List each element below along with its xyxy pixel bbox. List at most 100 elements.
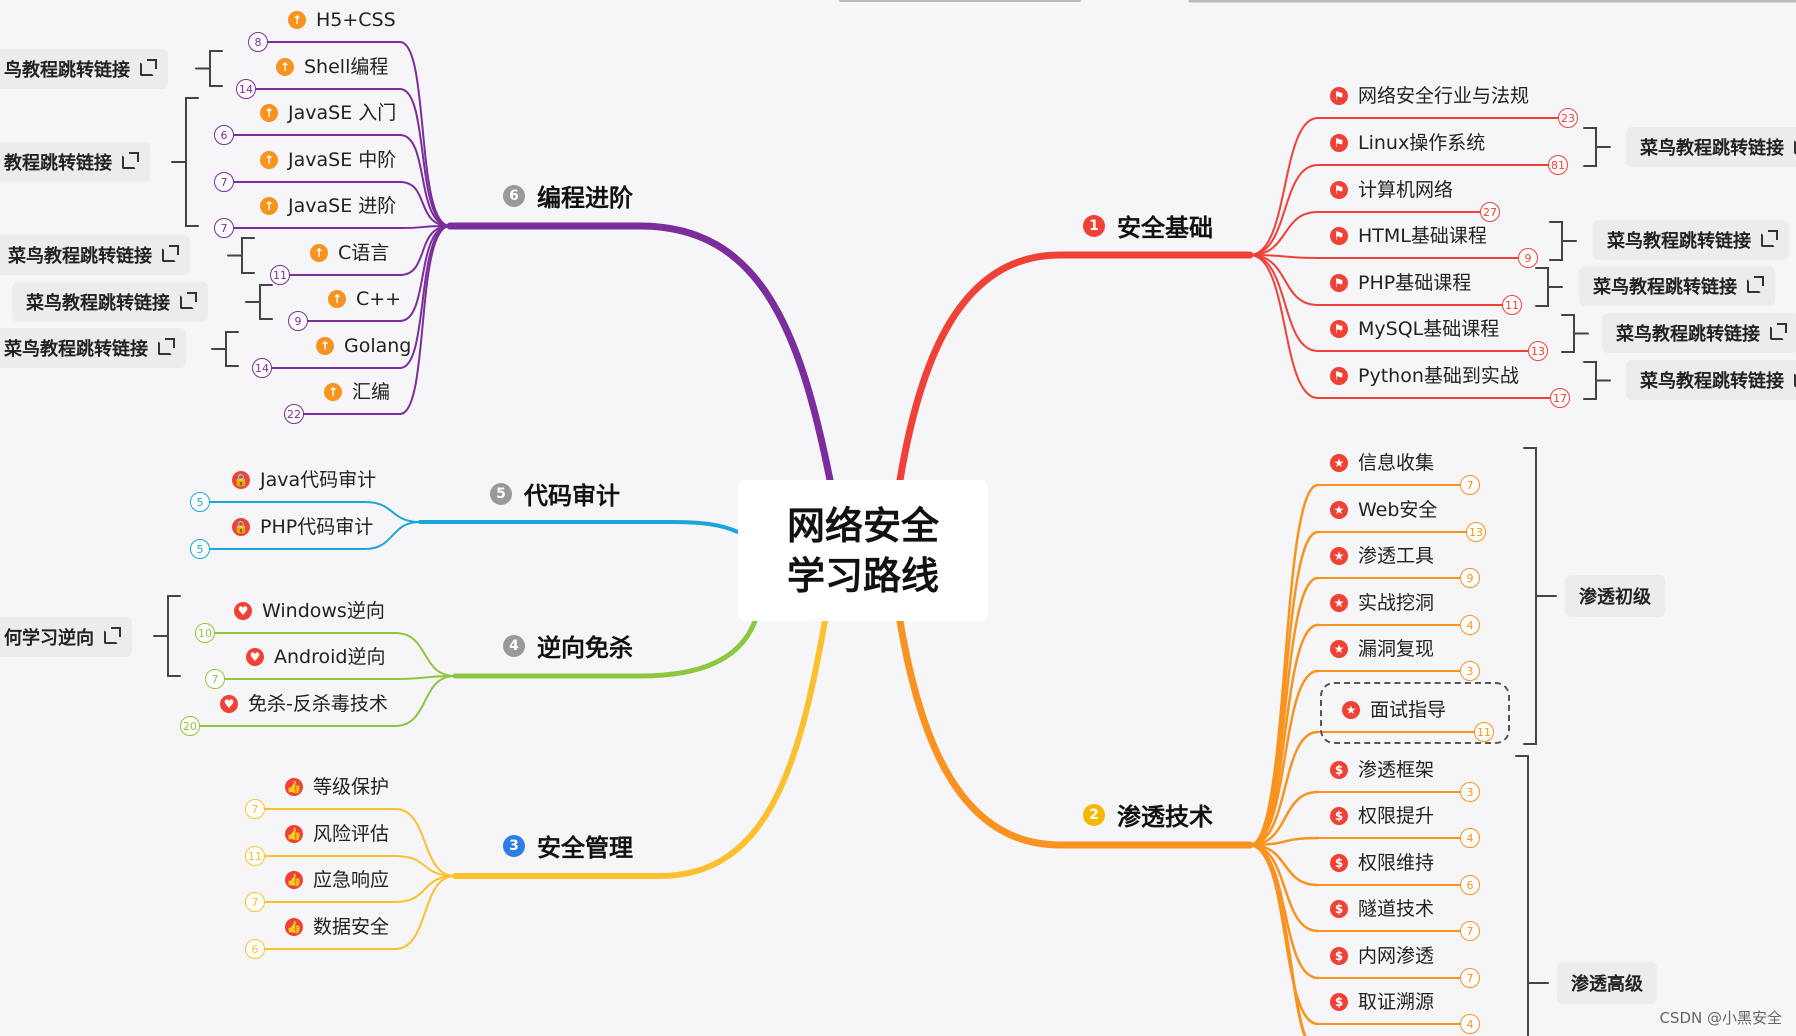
topic-count-badge: 3: [1460, 661, 1480, 681]
topic-label: 内网渗透: [1358, 945, 1435, 967]
topic-node[interactable]: ⚑HTML基础课程: [1330, 224, 1487, 248]
topic-node[interactable]: $权限维持: [1330, 851, 1434, 875]
topic-node[interactable]: 🔒Java代码审计: [232, 468, 376, 492]
branch-programming[interactable]: 6 编程进阶: [503, 178, 633, 213]
topic-label: Shell编程: [304, 56, 389, 78]
topic-node[interactable]: ↑C语言: [310, 241, 389, 265]
topic-node[interactable]: ↑C++: [328, 287, 401, 311]
topic-node[interactable]: $取证溯源: [1330, 990, 1434, 1014]
thumbs-up-icon: 👍: [285, 825, 303, 843]
topic-node[interactable]: 👍应急响应: [285, 868, 389, 892]
tutorial-link[interactable]: 菜鸟教程跳转链接: [1593, 220, 1789, 260]
topic-count-badge: 7: [214, 218, 234, 238]
topic-count-badge: 6: [1460, 875, 1480, 895]
tutorial-link[interactable]: 菜鸟教程跳转链接: [0, 328, 186, 368]
topic-node[interactable]: ★信息收集: [1330, 451, 1434, 475]
arrow-up-icon: ↑: [310, 244, 328, 262]
flag-icon: ⚑: [1330, 320, 1348, 338]
tutorial-link[interactable]: 菜鸟教程跳转链接: [1602, 313, 1796, 353]
topic-label: 应急响应: [313, 869, 390, 891]
topic-node[interactable]: ♥Android逆向: [246, 645, 385, 669]
topic-node[interactable]: 👍等级保护: [285, 775, 389, 799]
topic-count-badge: 13: [1528, 341, 1548, 361]
tutorial-link-label: 菜鸟教程跳转链接: [1607, 231, 1751, 252]
topic-node[interactable]: ♥Windows逆向: [234, 599, 385, 623]
topic-node[interactable]: ↑H5+CSS: [288, 8, 396, 32]
topic-node[interactable]: ⚑Python基础到实战: [1330, 364, 1519, 388]
topic-label: Python基础到实战: [1358, 365, 1519, 387]
root-node[interactable]: 网络安全 学习路线: [738, 480, 988, 621]
topic-count-badge: 9: [1518, 248, 1538, 268]
topic-count-badge: 4: [1460, 828, 1480, 848]
topic-node[interactable]: ⚑计算机网络: [1330, 178, 1453, 202]
branch-security-basics[interactable]: 1 安全基础: [1083, 208, 1213, 243]
topic-node[interactable]: ⚑MySQL基础课程: [1330, 317, 1499, 341]
topic-node[interactable]: $权限提升: [1330, 804, 1434, 828]
tutorial-link[interactable]: 菜鸟教程跳转链接: [0, 235, 190, 275]
topic-count-badge: 13: [1466, 522, 1486, 542]
topic-connector: [1248, 530, 1320, 847]
topic-node[interactable]: ♥免杀-反杀毒技术: [220, 692, 388, 716]
tutorial-link[interactable]: 鸟教程跳转链接: [0, 49, 168, 89]
topic-label: 免杀-反杀毒技术: [248, 693, 388, 715]
tutorial-link[interactable]: 菜鸟教程跳转链接: [12, 282, 208, 322]
topic-count-badge: 4: [1460, 1014, 1480, 1034]
branch-reverse-engineering[interactable]: 4 逆向免杀: [503, 628, 633, 663]
arrow-up-icon: ↑: [260, 104, 278, 122]
topic-node[interactable]: $内网渗透: [1330, 944, 1434, 968]
topic-node[interactable]: $隧道技术: [1330, 897, 1434, 921]
topic-node[interactable]: ⚑PHP基础课程: [1330, 271, 1471, 295]
branch-security-management[interactable]: 3 安全管理: [503, 828, 633, 863]
topic-node[interactable]: ↑JavaSE 进阶: [260, 194, 396, 218]
topic-connector: [1248, 790, 1320, 847]
star-icon: ★: [1330, 594, 1348, 612]
topic-node[interactable]: 🔒PHP代码审计: [232, 515, 373, 539]
tutorial-link[interactable]: 何学习逆向: [0, 617, 132, 657]
topic-node[interactable]: ↑JavaSE 入门: [260, 101, 396, 125]
tutorial-link-label: 菜鸟教程跳转链接: [1616, 324, 1760, 345]
branch-curve-penetration: [896, 617, 1254, 849]
topic-connector: [394, 875, 456, 950]
heart-icon: ♥: [234, 602, 252, 620]
arrow-up-icon: ↑: [276, 58, 294, 76]
topic-node[interactable]: ★漏洞复现: [1330, 637, 1434, 661]
topic-node[interactable]: 👍数据安全: [285, 915, 389, 939]
topic-count-badge: 3: [1460, 782, 1480, 802]
branch-code-audit[interactable]: 5 代码审计: [490, 476, 620, 511]
topic-node[interactable]: ↑Golang: [316, 334, 411, 358]
topic-count-badge: 7: [1460, 921, 1480, 941]
star-icon: ★: [1330, 640, 1348, 658]
tag-pentest-advanced[interactable]: 渗透高级: [1557, 962, 1657, 1004]
dollar-icon: $: [1330, 900, 1348, 918]
topic-node[interactable]: 👍风险评估: [285, 822, 389, 846]
branch-number-badge: 1: [1083, 214, 1105, 237]
tutorial-link-label: 菜鸟教程跳转链接: [1640, 371, 1784, 392]
tutorial-link[interactable]: 菜鸟教程跳转链接: [1626, 127, 1796, 167]
topic-node[interactable]: ↑JavaSE 中阶: [260, 148, 396, 172]
group-bracket: [211, 331, 239, 367]
tutorial-link[interactable]: 菜鸟教程跳转链接: [1579, 266, 1775, 306]
topic-node[interactable]: $渗透框架: [1330, 758, 1434, 782]
tutorial-link[interactable]: 教程跳转链接: [0, 142, 150, 182]
topic-label: 渗透框架: [1358, 759, 1435, 781]
group-bracket: [245, 284, 273, 320]
topic-node[interactable]: ⚑网络安全行业与法规: [1330, 84, 1529, 108]
topic-node[interactable]: ↑汇编: [324, 380, 390, 404]
topic-connector: [1248, 836, 1320, 847]
topic-count-badge: 11: [270, 265, 290, 285]
tag-pentest-beginner[interactable]: 渗透初级: [1565, 575, 1665, 617]
topic-count-badge: 23: [1558, 108, 1578, 128]
branch-penetration-tech[interactable]: 2 渗透技术: [1083, 797, 1213, 832]
topic-node[interactable]: ↑ Shell编程: [276, 55, 388, 79]
tutorial-link[interactable]: 菜鸟教程跳转链接: [1626, 360, 1796, 400]
topic-node[interactable]: ⚑Linux操作系统: [1330, 131, 1485, 155]
topic-node[interactable]: ★渗透工具: [1330, 544, 1434, 568]
topic-node[interactable]: ★实战挖洞: [1330, 591, 1434, 615]
topic-node[interactable]: ★Web安全: [1330, 498, 1437, 522]
external-link-icon: [180, 292, 197, 309]
topic-label: 面试指导: [1370, 699, 1447, 721]
external-link-icon: [1747, 276, 1764, 293]
dollar-icon: $: [1330, 993, 1348, 1011]
topic-node[interactable]: ★面试指导: [1342, 698, 1446, 722]
